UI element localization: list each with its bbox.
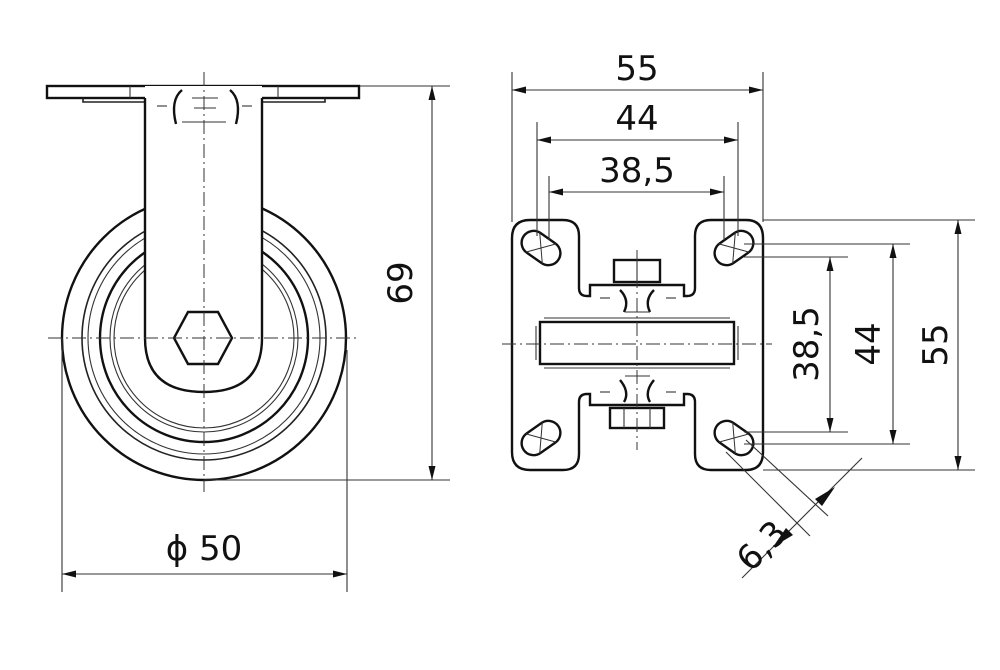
dimension-wheel-diameter: ϕ 50 (61, 338, 348, 592)
hole-span-inner-label: 38,5 (599, 151, 675, 191)
hole-span-outer-label: 44 (615, 99, 658, 139)
axle-nut-bottom (600, 375, 676, 430)
fork-leg (143, 86, 264, 394)
dimension-hole-width: 6,3 (725, 439, 863, 580)
wheel-diameter-label: ϕ 50 (166, 529, 243, 569)
plate-view: 55 44 38,5 55 44 (502, 49, 975, 579)
dimension-plate-width: 55 (511, 49, 764, 222)
dimension-hole-span-inner: 38,5 (548, 151, 725, 240)
mounting-holes (520, 229, 755, 457)
side-view: ϕ 50 69 (45, 72, 450, 592)
hole-width-label: 6,3 (729, 513, 796, 580)
hole-span-vertical-inner-label: 38,5 (787, 306, 827, 382)
plate-outline (510, 218, 765, 472)
overall-height-label: 69 (381, 261, 421, 304)
hole-span-vertical-outer-label: 44 (849, 322, 889, 365)
plate-width-label: 55 (615, 49, 658, 89)
plate-height-label: 55 (916, 323, 956, 366)
dimension-hole-span-vertical-inner: 38,5 (744, 256, 848, 433)
dimension-overall-height: 69 (204, 85, 450, 481)
dimension-plate-height: 55 (763, 219, 975, 471)
dimension-hole-span-vertical-outer: 44 (744, 243, 910, 445)
dimension-hole-span-outer: 44 (536, 99, 739, 236)
